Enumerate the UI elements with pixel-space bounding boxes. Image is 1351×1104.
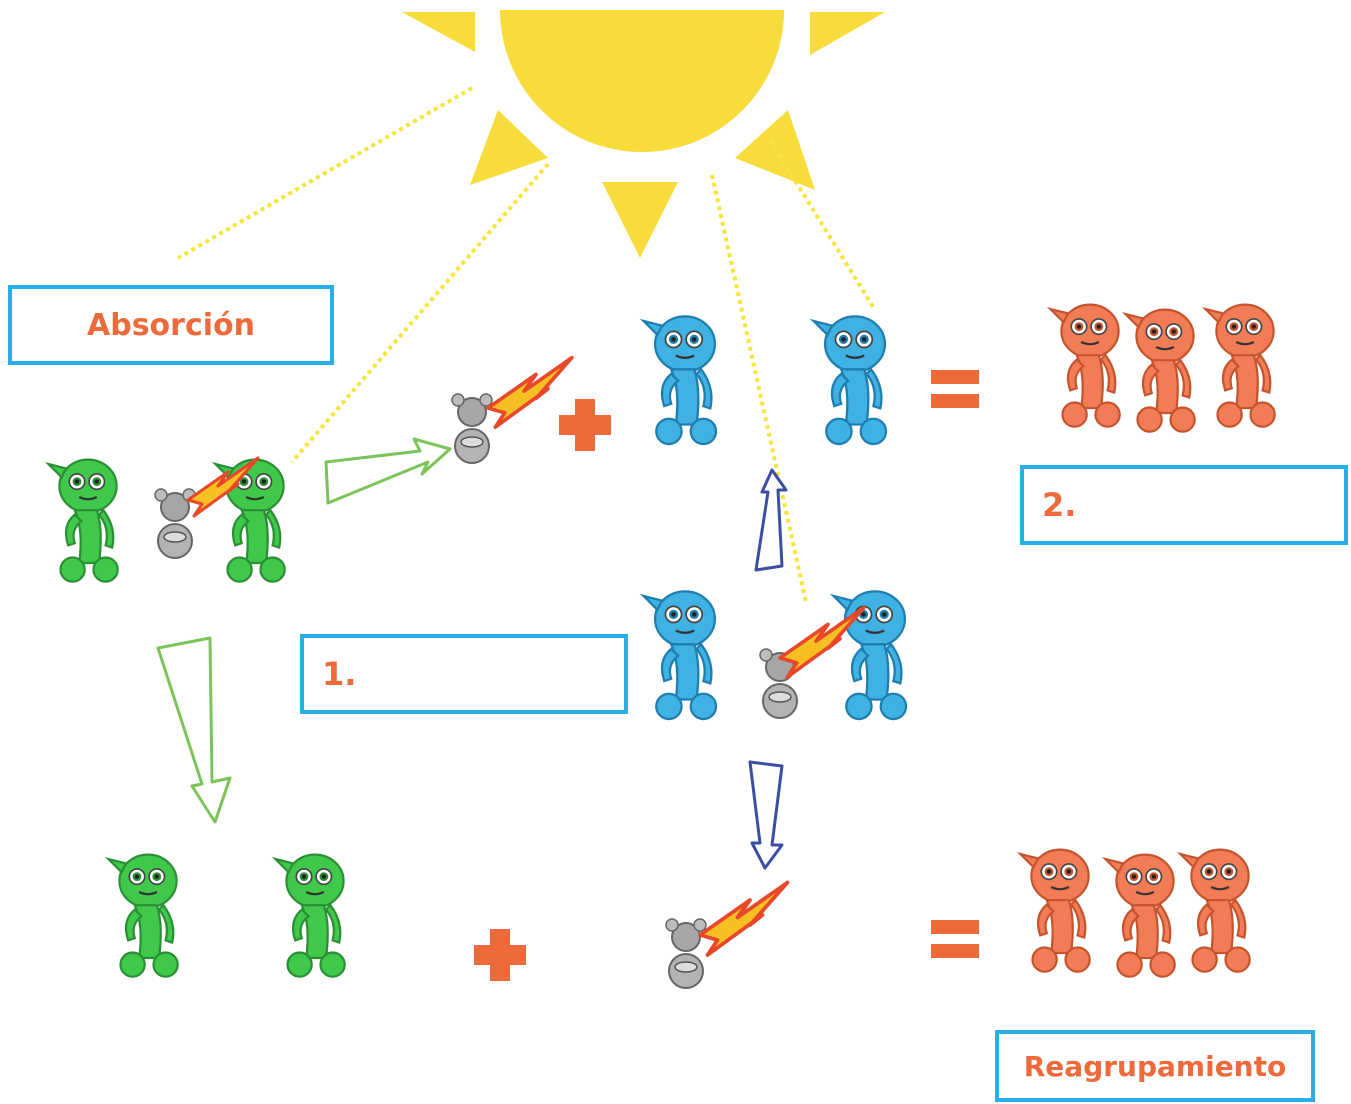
plus-icon [474,929,526,981]
regrouping-label: Reagrupamiento [1023,1049,1287,1083]
orange-group-top [1049,303,1276,433]
blue-character [812,315,888,446]
dotted-ray [290,162,550,464]
step-one-label-box[interactable]: 1. [300,634,628,714]
green-arrow-right [324,437,452,505]
absorption-label: Absorción [87,307,255,343]
green-character [47,458,119,583]
sun-ray [602,182,678,258]
equals-icon [931,370,979,408]
blue-molecule-group [642,590,908,721]
blue-arrow-down [748,760,784,870]
green-character [214,458,286,583]
blue-character [832,590,908,721]
gray-character [451,393,493,464]
step-two-label: 2. [1042,486,1077,524]
sun-ray [810,12,885,55]
regrouping-label-box: Reagrupamiento [995,1030,1315,1102]
sun-body [500,10,784,152]
equals-icon [931,920,979,958]
dotted-ray [710,174,808,603]
sun [402,10,885,258]
orange-character [1049,303,1121,428]
orange-group-bottom [1019,848,1251,978]
green-molecule-group [47,456,286,583]
plus-icon [559,399,611,451]
blue-character [642,590,718,721]
orange-character [1179,848,1251,973]
energized-gray-group [451,355,574,464]
gray-character [665,918,707,989]
dotted-ray [768,138,877,312]
blue-character [642,315,718,446]
orange-character [1019,848,1091,973]
orange-character [1104,853,1176,978]
green-character [107,853,179,978]
orange-character [1124,308,1196,433]
sun-ray [470,110,548,185]
orange-character [1204,303,1276,428]
green-character [274,853,346,978]
lightning-icon [698,880,790,957]
absorption-label-box: Absorción [8,285,334,365]
step-one-label: 1. [322,655,357,693]
energized-gray-group [665,880,790,989]
dotted-ray [176,86,474,260]
green-arrow-down [156,636,232,824]
step-two-label-box[interactable]: 2. [1020,465,1348,545]
blue-arrow-up [754,468,788,572]
sun-ray [402,12,475,52]
light-rays [176,86,877,603]
